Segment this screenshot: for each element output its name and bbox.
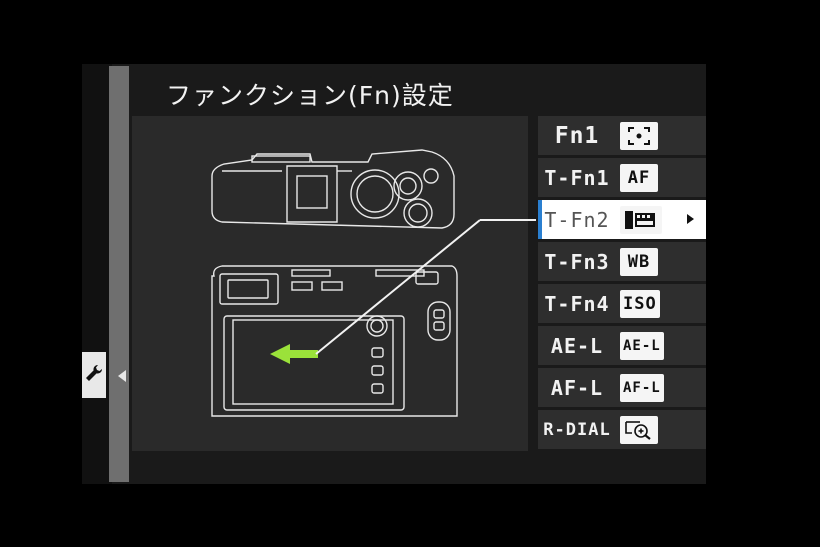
af-lock-icon: AF-L <box>620 373 664 402</box>
ae-lock-icon: AE-L <box>620 331 664 360</box>
sidebar-track <box>109 66 129 482</box>
focus-area-icon <box>620 121 658 150</box>
menu-item-label: AF-L <box>550 375 604 400</box>
menu-item-label: T-Fn4 <box>544 291 610 316</box>
menu-item-label: T-Fn2 <box>544 207 610 232</box>
af-icon: AF <box>620 163 658 192</box>
camera-illustration <box>132 116 528 451</box>
menu-item-t-fn2[interactable]: T-Fn2 <box>538 200 706 239</box>
zoom-check-icon <box>620 415 658 444</box>
film-simulation-icon <box>620 205 662 234</box>
menu-item-label: Fn1 <box>554 122 600 149</box>
camera-back-view <box>211 265 458 417</box>
menu-item-t-fn3[interactable]: T-Fn3 WB <box>538 242 706 281</box>
function-menu: Fn1 T-Fn1 AF T-Fn2 <box>538 116 706 452</box>
iso-icon: ISO <box>620 289 660 318</box>
camera-top-view <box>211 149 455 229</box>
menu-item-fn1[interactable]: Fn1 <box>538 116 706 155</box>
camera-screen: ファンクション(Fn)設定 <box>82 64 706 484</box>
menu-item-ae-l[interactable]: AE-L AE-L <box>538 326 706 365</box>
page-title: ファンクション(Fn)設定 <box>166 81 454 110</box>
menu-item-label: T-Fn3 <box>544 249 610 274</box>
chevron-left-icon <box>118 370 126 382</box>
chevron-right-icon <box>687 214 694 224</box>
sidebar <box>82 64 129 484</box>
menu-item-label: T-Fn1 <box>544 165 610 190</box>
arrow-indicator <box>270 344 318 364</box>
menu-item-label: R-DIAL <box>543 419 611 440</box>
menu-item-af-l[interactable]: AF-L AF-L <box>538 368 706 407</box>
wrench-icon[interactable] <box>82 352 106 398</box>
menu-item-t-fn4[interactable]: T-Fn4 ISO <box>538 284 706 323</box>
menu-item-label: AE-L <box>550 333 604 358</box>
menu-item-t-fn1[interactable]: T-Fn1 AF <box>538 158 706 197</box>
menu-item-r-dial[interactable]: R-DIAL <box>538 410 706 449</box>
wb-icon: WB <box>620 247 658 276</box>
